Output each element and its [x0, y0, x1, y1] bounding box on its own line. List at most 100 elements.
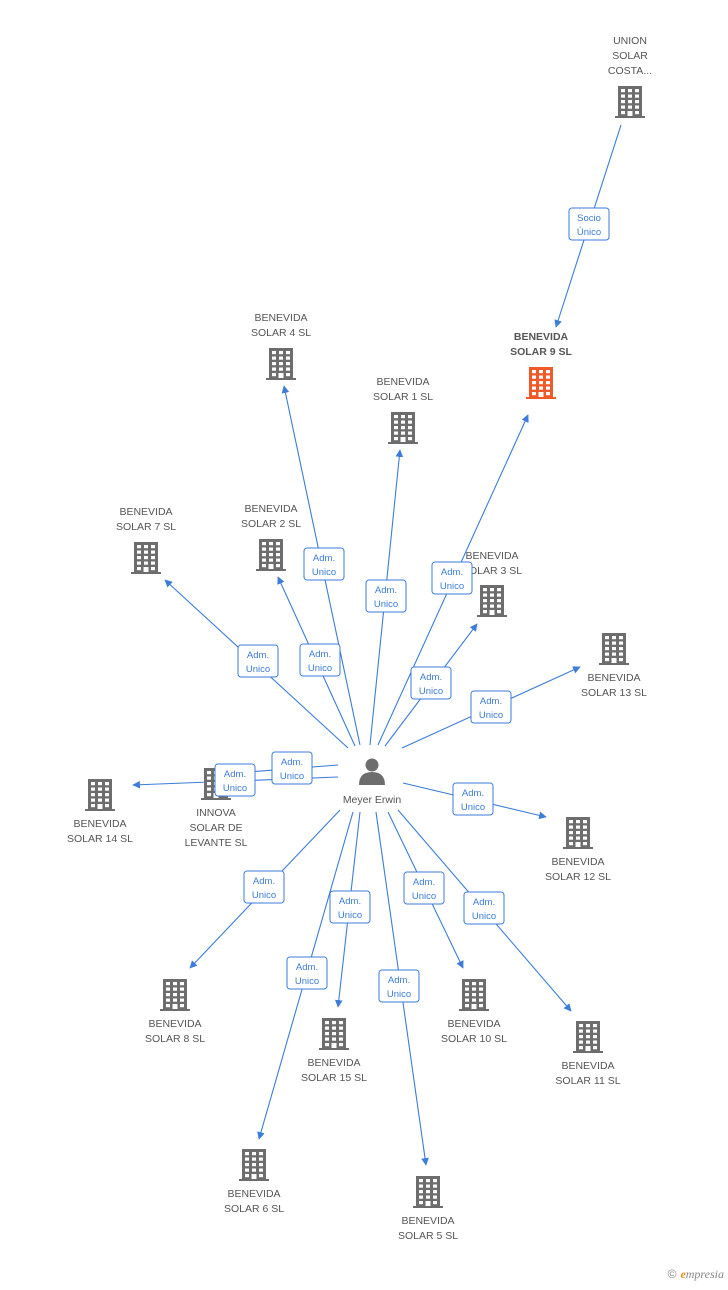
relation-label-text: Unico [472, 911, 496, 922]
relation-label-box[interactable]: Adm. Unico [237, 644, 279, 678]
relation-label-text: Unico [280, 771, 304, 782]
company-node-s8[interactable]: BENEVIDA SOLAR 8 SL [145, 979, 205, 1045]
building-icon [319, 1018, 349, 1050]
relation-box [271, 751, 313, 785]
building-icon [266, 348, 296, 380]
relation-label-box[interactable]: Adm.Unico [365, 579, 407, 613]
building-icon [563, 817, 593, 849]
relation-box [431, 561, 473, 595]
company-name-line: SOLAR 8 SL [145, 1033, 205, 1045]
relation-label-text: Unico [419, 686, 443, 697]
relation-box [568, 207, 610, 241]
relation-label-text: Unico [246, 664, 270, 675]
relation-label-box[interactable]: Adm.Unico [470, 690, 512, 724]
relation-label-text: Unico [479, 710, 503, 721]
relation-box [410, 666, 452, 700]
relation-label-box[interactable]: Adm.Unico [303, 547, 345, 581]
relation-label-box[interactable]: Adm. Unico [271, 751, 313, 785]
company-name-line: BENEVIDA [148, 1018, 201, 1030]
relation-label-text: Unico [308, 663, 332, 674]
building-icon [615, 86, 645, 118]
building-icon [131, 542, 161, 574]
building-icon [160, 979, 190, 1011]
empresia-logo[interactable]: ©empresia [668, 1267, 724, 1282]
person-name: Meyer Erwin [343, 794, 402, 806]
relation-label-text: Adm. [224, 769, 246, 780]
relation-label-box[interactable]: Adm.Unico [329, 890, 371, 924]
company-name-line: COSTA... [608, 65, 652, 77]
company-name-line: INNOVA [196, 807, 235, 819]
relation-label-text: Adm. [473, 897, 495, 908]
relation-label-box[interactable]: Adm. Unico [410, 666, 452, 700]
relation-box [452, 782, 494, 816]
relation-label-text: Unico [387, 989, 411, 1000]
company-name-line: BENEVIDA [401, 1215, 454, 1227]
company-node-union[interactable]: UNIONSOLARCOSTA... [608, 35, 652, 118]
relation-label-text: Adm. [375, 585, 397, 596]
relation-box [470, 690, 512, 724]
relation-box [286, 956, 328, 990]
building-icon [459, 979, 489, 1011]
relation-label-text: Adm. [253, 876, 275, 887]
building-icon [413, 1176, 443, 1208]
relation-label-text: Único [577, 227, 601, 238]
relation-label-box[interactable]: Adm.Unico [299, 643, 341, 677]
company-name-line: BENEVIDA [244, 503, 297, 515]
company-name-line: SOLAR 13 SL [581, 687, 647, 699]
building-icon [256, 539, 286, 571]
company-name-line: SOLAR 14 SL [67, 833, 133, 845]
company-name-line: SOLAR 12 SL [545, 871, 611, 883]
brand-name: mpresia [685, 1267, 724, 1281]
company-name-line: BENEVIDA [465, 550, 518, 562]
relation-label-box[interactable]: Adm.Unico [286, 956, 328, 990]
relation-label-box[interactable]: Adm. Unico [463, 891, 505, 925]
relation-label-text: Adm. [281, 757, 303, 768]
relation-label-box[interactable]: Adm. Unico [378, 969, 420, 1003]
building-icon [526, 367, 556, 399]
company-name-line: SOLAR 7 SL [116, 521, 176, 533]
relation-box [365, 579, 407, 613]
relation-label-text: Adm. [462, 788, 484, 799]
relation-label-box[interactable]: Adm. Unico [452, 782, 494, 816]
company-name-line: SOLAR 4 SL [251, 327, 311, 339]
company-node-s6[interactable]: BENEVIDA SOLAR 6 SL [224, 1149, 284, 1215]
company-name-line: BENEVIDA [447, 1018, 500, 1030]
company-name-line: SOLAR [612, 50, 648, 62]
building-icon [388, 412, 418, 444]
relation-label-text: Adm. [420, 672, 442, 683]
company-name-line: BENEVIDA [227, 1188, 280, 1200]
relation-label-box[interactable]: Adm.Unico [243, 870, 285, 904]
company-node-s7[interactable]: BENEVIDA SOLAR 7 SL [116, 506, 176, 574]
copyright-symbol: © [667, 1267, 677, 1281]
relation-box [378, 969, 420, 1003]
relation-label-text: Adm. [296, 962, 318, 973]
person-node-center[interactable]: Meyer Erwin [343, 758, 402, 807]
company-name-line: BENEVIDA [119, 506, 172, 518]
relation-label-box[interactable]: Adm.Unico [431, 561, 473, 595]
company-name-line: SOLAR DE [189, 822, 242, 834]
building-icon [573, 1021, 603, 1053]
relation-label-text: Adm. [247, 650, 269, 661]
relation-label-box[interactable]: Adm.Unico [214, 763, 256, 797]
company-name-line: SOLAR 1 SL [373, 391, 433, 403]
company-name-line: SOLAR 6 SL [224, 1203, 284, 1215]
relation-label-text: Adm. [388, 975, 410, 986]
relation-label-box[interactable]: Adm.Unico [403, 871, 445, 905]
brand-initial: e [680, 1267, 686, 1281]
relation-label-text: Unico [461, 802, 485, 813]
relation-label-text: Unico [412, 891, 436, 902]
